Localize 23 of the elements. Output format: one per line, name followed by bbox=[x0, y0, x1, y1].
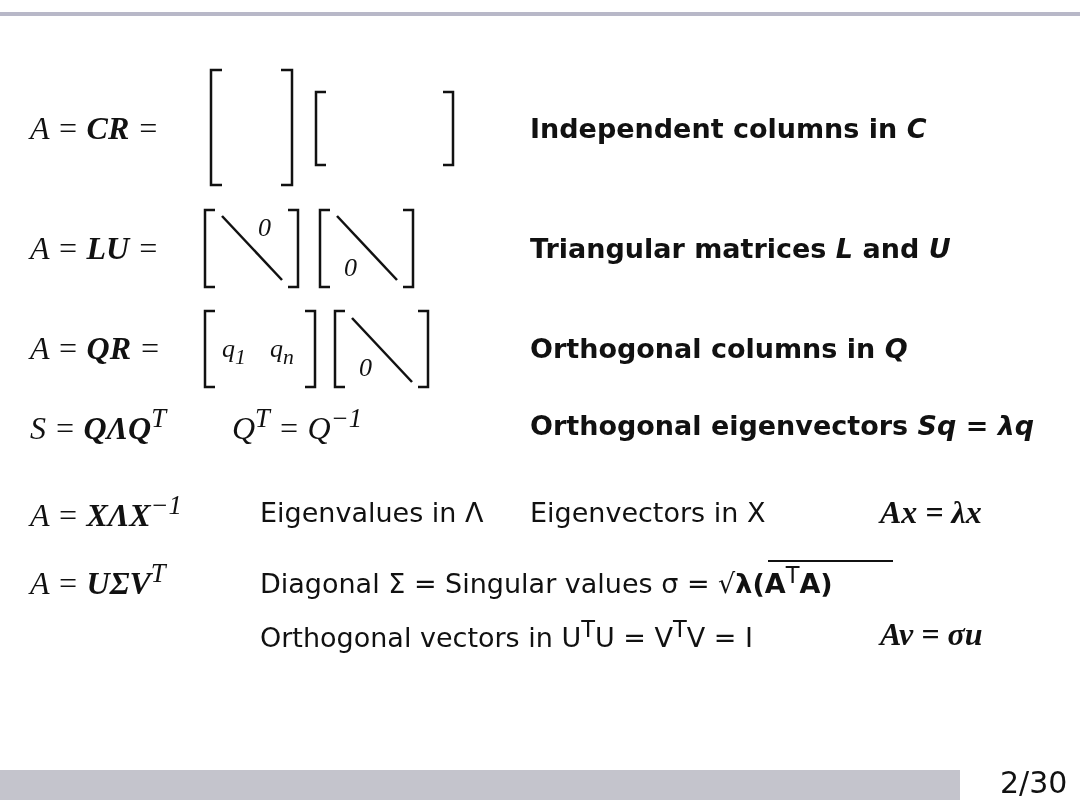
formula: A = UΣV$^{T}$ bbox=[30, 558, 166, 602]
description-text: Triangular matrices L and U bbox=[530, 232, 951, 264]
formula: A = XΛX$^{−1}$ bbox=[30, 490, 182, 534]
matrix-entry: q$_{n}$ bbox=[270, 334, 294, 370]
matrix-entry: 0 bbox=[359, 353, 372, 383]
description-text: Orthogonal vectors in U$^{T}$U = V$^{T}$V = I bbox=[260, 615, 753, 653]
description-text: Independent columns in C bbox=[530, 112, 927, 144]
page-number: 2/30 bbox=[1000, 764, 1068, 800]
formula: Ax = λx bbox=[880, 493, 982, 531]
formula: Q$^{T}$ = Q$^{−1}$ bbox=[232, 403, 362, 447]
description-text: Eigenvalues in Λ bbox=[260, 496, 484, 528]
formula: A = QR = bbox=[30, 329, 161, 367]
formula: A = CR = bbox=[30, 109, 159, 147]
formula: A = LU = bbox=[30, 229, 159, 267]
description-text: Eigenvectors in X bbox=[530, 496, 766, 528]
description-text: Orthogonal eigenvectors Sq = λq bbox=[530, 409, 1035, 441]
formula: Av = σu bbox=[880, 615, 983, 653]
formula: S = QΛQ$^{T}$ bbox=[30, 403, 166, 447]
description-text: Orthogonal columns in Q bbox=[530, 332, 908, 364]
matrix-entry: 0 bbox=[258, 213, 271, 243]
matrix-entry: q$_{1}$ bbox=[222, 334, 246, 370]
description-text: Diagonal Σ = Singular values σ = √λ(A$^{T}$A) bbox=[260, 561, 833, 599]
matrix-entry: 0 bbox=[344, 253, 357, 283]
